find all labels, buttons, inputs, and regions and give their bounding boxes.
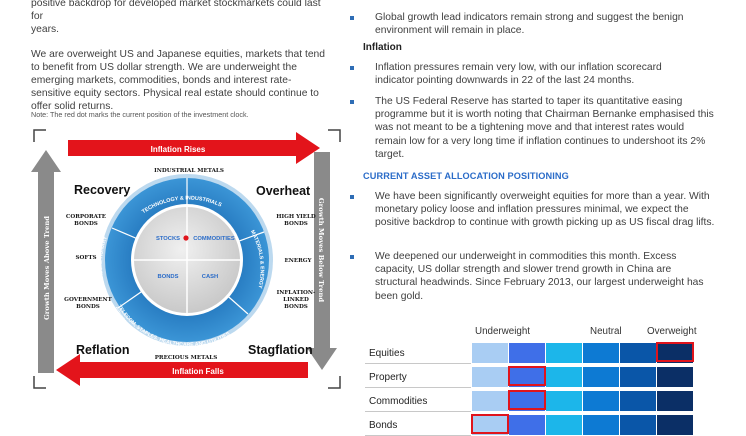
growth-below-trend-label: Growth Moves Below Trend (317, 198, 325, 303)
bullet-growth-indicators: Global growth lead indicators remain str… (350, 11, 715, 37)
phase-reflation: Reflation (76, 343, 129, 357)
label-corporate-bonds-2: BONDS (74, 221, 98, 227)
bullet-overweight-equities: We have been significantly overweight eq… (350, 190, 715, 230)
label-inflation-linked-2: LINKED (283, 297, 309, 303)
growth-above-trend-label: Growth Moves Above Trend (43, 216, 51, 320)
allocation-cell (620, 415, 656, 435)
allocation-cell (620, 367, 656, 387)
label-high-yield-2: BONDS (284, 221, 308, 227)
allocation-row-label: Equities (365, 343, 471, 364)
label-precious-metals: PRECIOUS METALS (155, 355, 218, 361)
quadrant-stocks: STOCKS (156, 236, 180, 242)
growth-below-trend-arrow: Growth Moves Below Trend (307, 152, 337, 370)
bullet-inflation-low: Inflation pressures remain very low, wit… (350, 61, 703, 87)
inflation-falls-label: Inflation Falls (172, 367, 224, 376)
inflation-rises-label: Inflation Rises (151, 145, 206, 154)
allocation-cell (509, 343, 545, 363)
allocation-row-equities: Equities (365, 342, 695, 364)
allocation-row-label: Bonds (365, 415, 471, 436)
inflation-rises-arrow: Inflation Rises (68, 132, 320, 164)
frame-corners (33, 129, 341, 389)
label-industrial-metals: INDUSTRIAL METALS (154, 168, 224, 174)
phase-overheat: Overheat (256, 184, 311, 198)
label-inflation-linked-1: INFLATION- (277, 290, 316, 296)
allocation-cell (620, 343, 656, 363)
allocation-cell (583, 415, 619, 435)
allocation-cell (472, 391, 508, 411)
label-inflation-linked-3: BONDS (284, 304, 308, 310)
investment-clock-diagram: Inflation Rises Inflation Falls Growth M… (31, 129, 341, 389)
allocation-cell (546, 343, 582, 363)
current-position-dot (183, 235, 189, 241)
allocation-position-marker (471, 414, 509, 434)
allocation-cell (546, 391, 582, 411)
label-corporate-bonds-1: CORPORATE (66, 214, 106, 220)
phase-stagflation: Stagflation (248, 343, 313, 357)
clock-note: Note: The red dot marks the current posi… (31, 110, 249, 119)
quadrant-cash: CASH (202, 274, 218, 280)
allocation-cell (472, 367, 508, 387)
header-neutral: Neutral (590, 326, 622, 337)
inflation-heading: Inflation (363, 42, 402, 53)
left-paragraph-0: positive backdrop for developed market s… (31, 0, 321, 36)
allocation-cell (583, 343, 619, 363)
allocation-section-title: CURRENT ASSET ALLOCATION POSITIONING (363, 171, 569, 181)
header-underweight: Underweight (475, 326, 531, 337)
label-softs: SOFTS (75, 255, 96, 261)
allocation-position-marker (656, 342, 694, 362)
allocation-cell (657, 367, 693, 387)
allocation-row-bonds: Bonds (365, 414, 695, 436)
growth-above-trend-arrow: Growth Moves Above Trend (31, 150, 61, 373)
phase-recovery: Recovery (74, 183, 130, 197)
allocation-cell (472, 343, 508, 363)
allocation-row-commodities: Commodities (365, 390, 695, 412)
header-overweight: Overweight (647, 326, 697, 337)
allocation-cell (583, 391, 619, 411)
allocation-cell (546, 367, 582, 387)
allocation-row-label: Property (365, 367, 471, 388)
quadrant-commodities: COMMODITIES (193, 236, 235, 242)
label-government-bonds-2: BONDS (76, 304, 100, 310)
allocation-cell (509, 367, 545, 387)
allocation-cell (657, 391, 693, 411)
bullet-commodities-underweight: We deepened our underweight in commoditi… (350, 250, 715, 303)
allocation-cell (657, 415, 693, 435)
allocation-cell (657, 343, 693, 363)
allocation-row-property: Property (365, 366, 695, 388)
allocation-cell (509, 391, 545, 411)
allocation-cell (620, 391, 656, 411)
inflation-falls-arrow: Inflation Falls (56, 354, 308, 386)
allocation-cell (583, 367, 619, 387)
allocation-cell (509, 415, 545, 435)
quadrant-bonds: BONDS (158, 274, 179, 280)
left-text-block: positive backdrop for developed market s… (31, 0, 331, 114)
allocation-row-label: Commodities (365, 391, 471, 412)
bullet-federal-reserve: The US Federal Reserve has started to ta… (350, 95, 715, 161)
label-high-yield-1: HIGH YIELD (276, 214, 316, 220)
label-energy: ENERGY (284, 258, 312, 264)
label-government-bonds-1: GOVERNMENT (64, 297, 112, 303)
allocation-position-marker (508, 366, 546, 386)
allocation-cell (546, 415, 582, 435)
allocation-position-marker (508, 390, 546, 410)
left-paragraph-1: We are overweight US and Japanese equiti… (31, 48, 326, 113)
